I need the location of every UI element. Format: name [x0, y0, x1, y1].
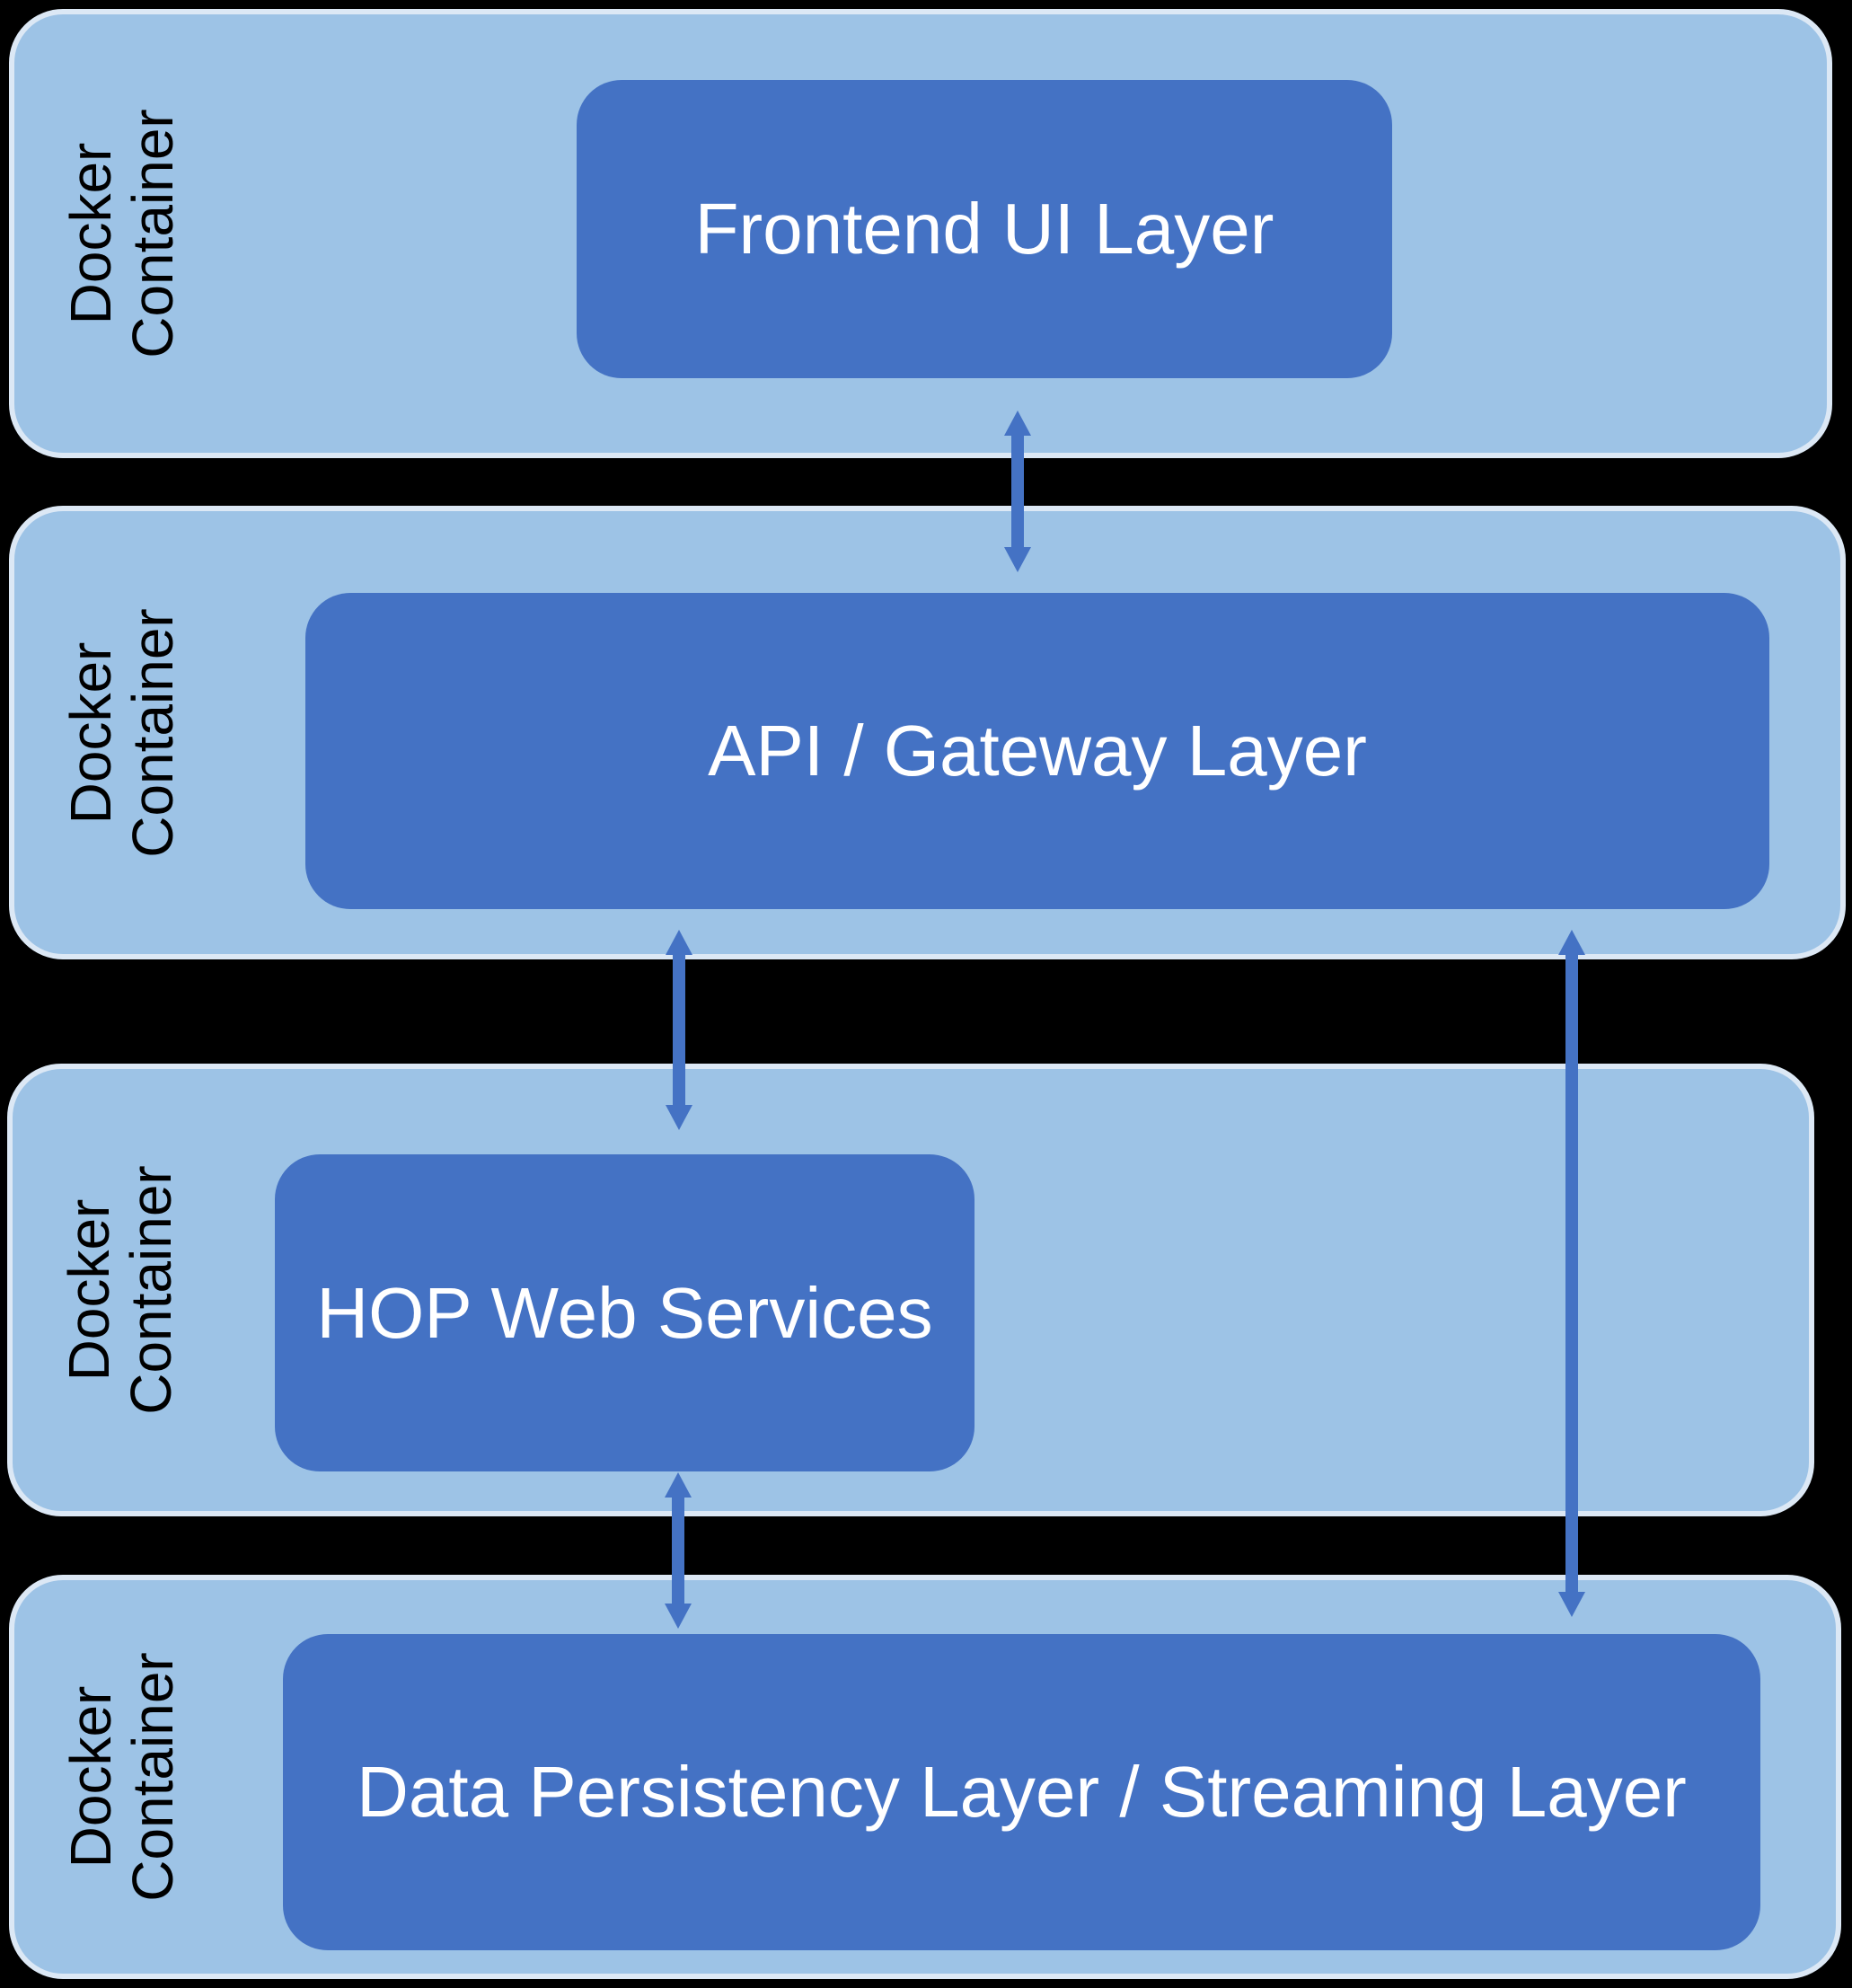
- arrow-up-head-icon: [666, 930, 692, 955]
- arrow-down-head-icon: [665, 1604, 692, 1629]
- frontend-ui-layer-label: Frontend UI Layer: [694, 189, 1274, 269]
- arrow-api-hop: [666, 930, 692, 1130]
- data-persistency-layer-box: Data Persistency Layer / Streaming Layer: [283, 1634, 1760, 1950]
- frontend-ui-layer-box: Frontend UI Layer: [577, 80, 1392, 378]
- docker-container-label: Docker Container: [56, 1165, 183, 1415]
- arrow-hop-data: [665, 1472, 692, 1629]
- arrow-shaft: [1011, 434, 1024, 549]
- label-line-1: Docker: [57, 1685, 123, 1869]
- arrow-down-head-icon: [666, 1105, 692, 1130]
- arrow-down-head-icon: [1558, 1592, 1585, 1617]
- api-gateway-layer-label: API / Gateway Layer: [708, 711, 1367, 791]
- docker-container-4: Docker Container Data Persistency Layer …: [9, 1575, 1841, 1979]
- docker-container-2: Docker Container API / Gateway Layer: [9, 506, 1846, 959]
- docker-container-label: Docker Container: [57, 1652, 185, 1902]
- arrow-frontend-api: [1004, 411, 1031, 572]
- hop-web-services-label: HOP Web Services: [316, 1272, 933, 1353]
- api-gateway-layer-box: API / Gateway Layer: [305, 593, 1769, 909]
- docker-container-1: Docker Container Frontend UI Layer: [9, 9, 1832, 458]
- arrow-down-head-icon: [1004, 547, 1031, 572]
- label-line-1: Docker: [57, 641, 123, 824]
- arrow-up-head-icon: [1558, 930, 1585, 955]
- label-line-2: Container: [119, 1165, 183, 1415]
- docker-container-3: Docker Container HOP Web Services: [7, 1064, 1814, 1516]
- docker-container-label: Docker Container: [57, 607, 185, 858]
- data-persistency-layer-label: Data Persistency Layer / Streaming Layer: [357, 1752, 1687, 1832]
- label-line-2: Container: [120, 607, 185, 858]
- arrow-api-data: [1558, 930, 1585, 1617]
- arrow-shaft: [673, 953, 685, 1107]
- arrow-up-head-icon: [1004, 411, 1031, 436]
- label-line-1: Docker: [57, 142, 123, 325]
- label-line-2: Container: [120, 1652, 185, 1902]
- arrow-up-head-icon: [665, 1472, 692, 1498]
- arrow-shaft: [672, 1496, 684, 1605]
- label-line-2: Container: [120, 109, 185, 358]
- hop-web-services-box: HOP Web Services: [275, 1154, 975, 1471]
- label-line-1: Docker: [56, 1198, 121, 1382]
- docker-container-label: Docker Container: [57, 109, 185, 358]
- arrow-shaft: [1565, 953, 1578, 1594]
